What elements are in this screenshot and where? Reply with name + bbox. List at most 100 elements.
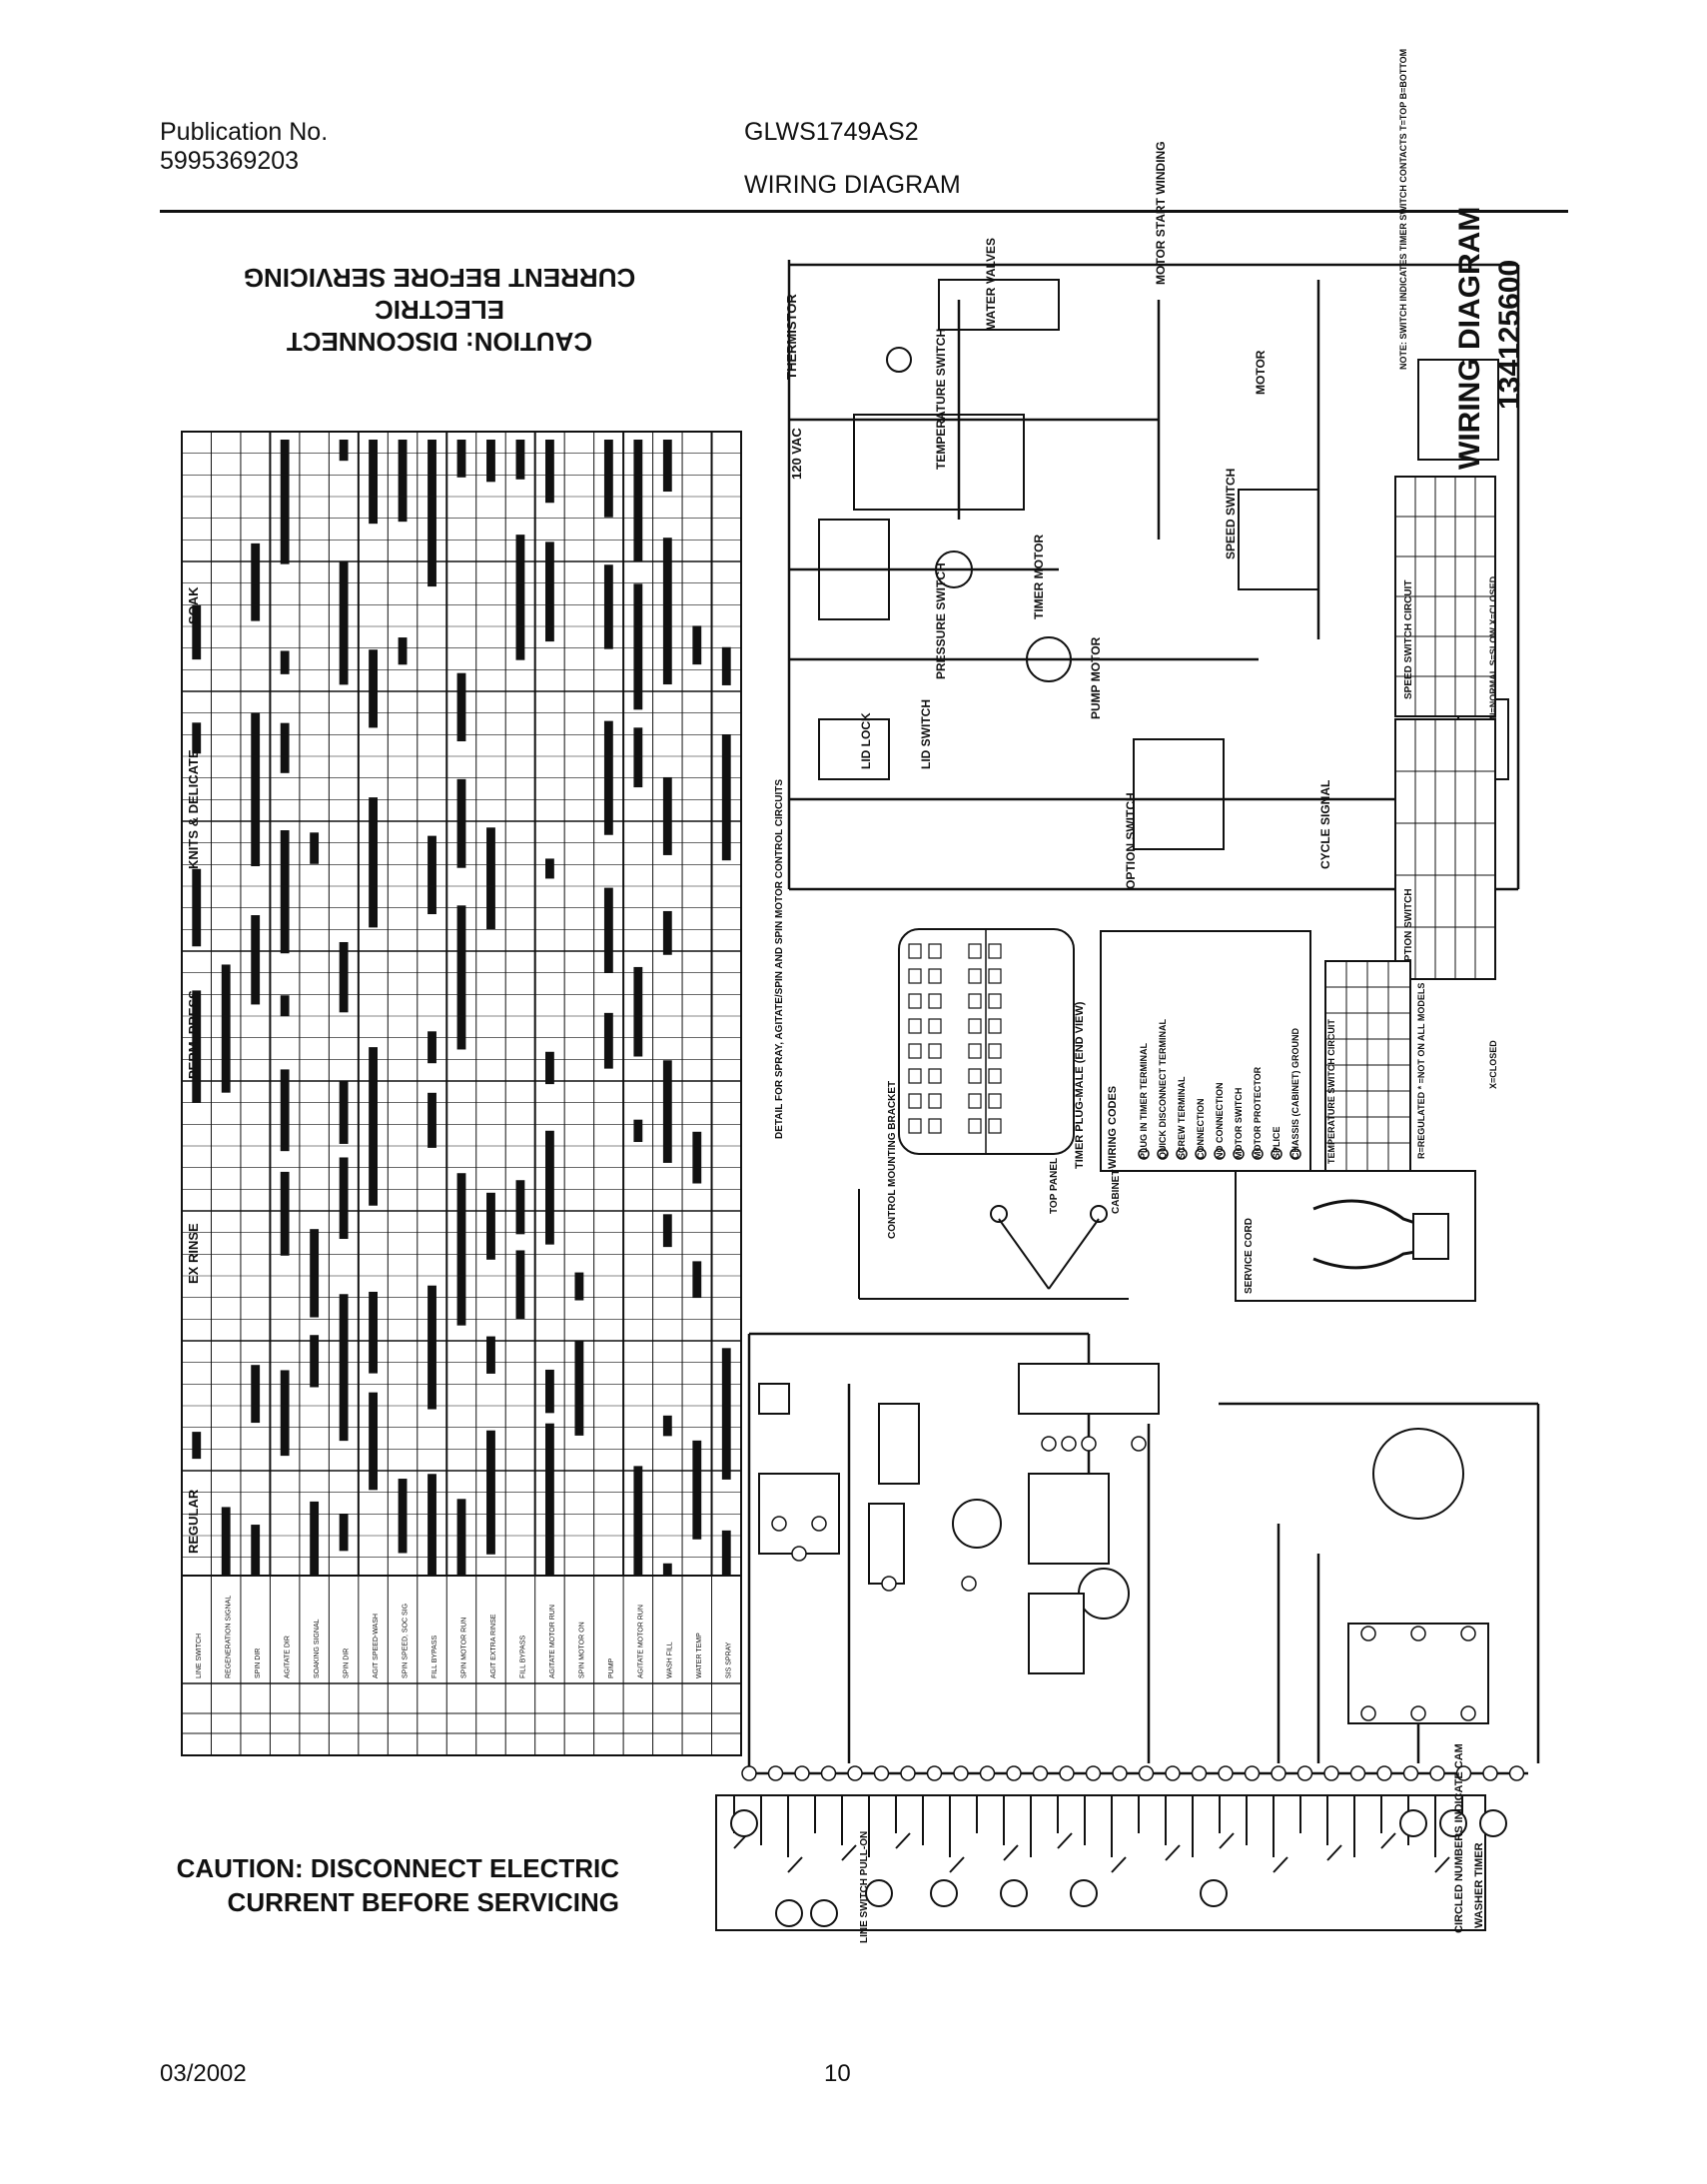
cycle-signal-block	[758, 1383, 790, 1415]
timer-contact	[895, 1832, 911, 1849]
label-motor-start: MOTOR START WINDING	[1154, 141, 1168, 285]
option-switch-box	[1133, 738, 1225, 850]
label-water-valves: WATER VALVES	[984, 237, 998, 330]
terminal-connector	[900, 1765, 916, 1781]
chart-contact-bar	[662, 1214, 672, 1248]
publication-label: Publication No.	[160, 118, 329, 146]
label-pump-motor: PUMP MOTOR	[1089, 636, 1103, 719]
terminal-connector	[1508, 1765, 1525, 1781]
note-text: NOTE: SWITCH INDICATES TIMER SWITCH CONT…	[1398, 48, 1408, 370]
timer-contact	[1434, 1856, 1450, 1873]
terminal-connector	[767, 1765, 784, 1781]
chart-contact-bar	[603, 1012, 613, 1069]
thermistor-symbol	[886, 347, 912, 373]
timer-plug-pin	[988, 1068, 1002, 1084]
washer-timer-box	[715, 1794, 1507, 1931]
chart-contact-bar	[456, 440, 466, 478]
chart-contact-bar	[310, 1501, 320, 1610]
terminal-connector	[1460, 1705, 1476, 1721]
terminal-connector	[794, 1765, 810, 1781]
line-switch-label: LINE SWITCH PULL-ON	[859, 1830, 870, 1943]
chart-contact-bar	[721, 733, 731, 861]
chart-contact-bar	[339, 560, 349, 685]
timer-plug-pin	[908, 943, 922, 959]
terminal-connector	[1455, 1765, 1472, 1781]
timer-plug-pin	[908, 1118, 922, 1134]
chart-contact-bar	[721, 1348, 731, 1480]
timer-plug-pin	[928, 968, 942, 984]
terminal-connector	[1061, 1436, 1077, 1452]
chart-contact-bar	[633, 440, 643, 561]
circuit-label: AGIT SPEED-WASH	[373, 1614, 380, 1678]
terminal-connector	[1271, 1765, 1286, 1781]
codes-symbols	[1138, 1148, 1301, 1160]
terminal-connector	[1085, 1765, 1102, 1781]
chart-contact-bar	[633, 966, 643, 1057]
circuit-label: AGITATE DIR	[285, 1636, 292, 1678]
chart-contact-bar	[545, 1051, 554, 1085]
lid-switch-box	[818, 718, 890, 780]
timer-plug-pin	[968, 943, 982, 959]
caution-inverted: CAUTION: DISCONNECT ELECTRIC CURRENT BEF…	[240, 262, 639, 358]
terminal-connector	[771, 1516, 787, 1532]
wiring-code-symbol	[1271, 1148, 1282, 1160]
timer-plug-pin	[968, 1018, 982, 1034]
terminal-connector	[926, 1765, 943, 1781]
chart-contact-bar	[251, 543, 261, 621]
timer-cam-marker	[810, 1899, 838, 1927]
service-cord-box	[1235, 1170, 1476, 1302]
chart-contact-bar	[456, 778, 466, 868]
temp-switch-table	[1324, 960, 1411, 1172]
ground-connections	[858, 1189, 1129, 1300]
chart-contact-bar	[633, 1119, 643, 1143]
chart-contact-bar	[280, 650, 290, 674]
wiring-code-symbol	[1289, 1148, 1301, 1160]
timer-contact	[949, 1856, 965, 1873]
water-valves-box	[938, 279, 1060, 331]
chart-contact-bar	[692, 625, 702, 665]
chart-contact-bar	[280, 830, 290, 954]
chart-contact-bar	[515, 440, 525, 480]
circuit-label: WASH FILL	[667, 1641, 674, 1678]
chart-contact-bar	[662, 440, 672, 493]
chart-contact-bar	[192, 722, 202, 754]
timer-plug-pin	[928, 1043, 942, 1059]
chart-contact-bar	[486, 827, 495, 930]
circuit-label: AGITATE MOTOR RUN	[637, 1605, 644, 1678]
label-timer-motor: TIMER MOTOR	[1032, 534, 1046, 619]
label-speed-switch: SPEED SWITCH	[1224, 468, 1238, 559]
chart-contact-bar	[339, 440, 349, 462]
wiring-code-item: CONNECTION	[1196, 1098, 1206, 1160]
chart-contact-bar	[603, 440, 613, 518]
chart-contact-bar	[603, 720, 613, 835]
terminal-connector	[1323, 1765, 1339, 1781]
chart-contact-bar	[192, 990, 202, 1103]
chart-contact-bar	[545, 1130, 554, 1245]
chart-contact-bar	[221, 1507, 231, 1612]
chart-contact-bar	[192, 604, 202, 660]
wiring-codes-title: WIRING CODES	[1107, 1085, 1119, 1169]
chart-contact-bar	[662, 538, 672, 685]
timer-contact	[1219, 1832, 1235, 1849]
diagram-title: WIRING DIAGRAM	[1453, 206, 1486, 470]
timer-cam-marker	[1479, 1809, 1507, 1837]
wiring-code-symbol	[1138, 1148, 1150, 1160]
circuit-label: LINE SWITCH	[196, 1634, 203, 1678]
pump-motor-block	[878, 1403, 920, 1485]
chart-contact-bar	[280, 1171, 290, 1256]
terminal-connector	[1244, 1765, 1261, 1781]
chart-contact-bar	[369, 1392, 378, 1491]
terminal-connector	[1410, 1626, 1426, 1641]
terminal-connector	[961, 1576, 977, 1592]
timer-plug-pin	[988, 1093, 1002, 1109]
chart-contact-bar	[369, 1291, 378, 1374]
lid-lock-block	[868, 1503, 905, 1585]
water-valve-block	[1028, 1473, 1110, 1565]
timer-plug-pin	[968, 1043, 982, 1059]
timer-plug-pin	[928, 1068, 942, 1084]
terminal-connector	[1165, 1765, 1181, 1781]
chart-contact-bar	[574, 1272, 584, 1301]
terminal-connector	[1191, 1765, 1208, 1781]
temp-switch-title: TEMPERATURE SWITCH CIRCUIT	[1326, 1019, 1336, 1164]
